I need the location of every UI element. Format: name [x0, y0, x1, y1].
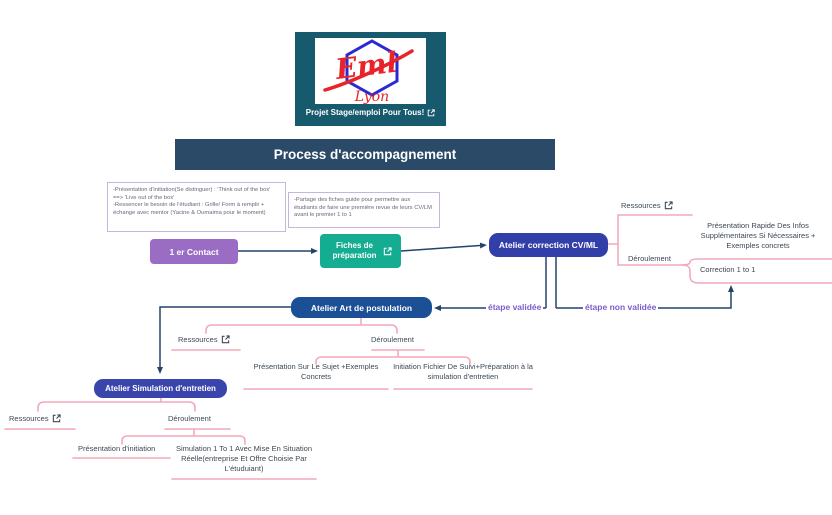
- cvml-presentation-underline: [681, 258, 832, 266]
- external-link-icon: [221, 335, 230, 344]
- step-atelier-simulation-entretien[interactable]: Atelier Simulation d'entretien: [94, 379, 227, 398]
- eml-lyon-logo: Eml Lyon: [315, 38, 426, 105]
- logo-city-text: Lyon: [354, 89, 389, 104]
- step-premier-contact-label: 1 er Contact: [169, 246, 219, 257]
- sim-ressources-link[interactable]: Ressources: [9, 414, 61, 424]
- note-fiches: -Partage des fiches guide pour permettre…: [288, 192, 440, 228]
- art-ressources-link[interactable]: Ressources: [178, 335, 230, 345]
- art-presentation-node: Présentation Sur Le Sujet +Exemples Conc…: [253, 362, 379, 381]
- sim-presentation-label: Présentation d'initiation: [78, 444, 156, 453]
- step-fiches-preparation[interactable]: Fiches de préparation: [320, 234, 401, 268]
- external-link-icon: [383, 246, 392, 255]
- logo-script-text: Eml: [333, 46, 399, 86]
- arrow-art-to-simulation: [157, 306, 291, 374]
- note-initiation-line1: -Présentation d'initiation(Se distinguer…: [113, 187, 271, 201]
- sim-branch-bar1: [37, 401, 196, 412]
- cvml-deroulement-label: Déroulement: [628, 254, 671, 263]
- cvml-correction-label: Correction 1 to 1: [700, 265, 756, 274]
- cvml-deroulement-node: Déroulement: [628, 254, 671, 264]
- step-simulation-label: Atelier Simulation d'entretien: [105, 384, 216, 393]
- logo-swoosh: [323, 49, 414, 92]
- external-link-icon: [427, 108, 435, 116]
- project-link[interactable]: Projet Stage/emploi Pour Tous!: [306, 108, 436, 117]
- step-fiches-label: Fiches de préparation: [332, 241, 377, 260]
- arrow-fiches-to-cvml: [400, 242, 487, 252]
- page-title: Process d'accompagnement: [273, 147, 457, 162]
- step-atelier-art-postulation[interactable]: Atelier Art de postulation: [291, 297, 432, 318]
- step-atelier-correction-cvml[interactable]: Atelier correction CV/ML: [489, 233, 608, 257]
- project-link-label: Projet Stage/emploi Pour Tous!: [305, 108, 425, 117]
- sim-deroulement-node: Déroulement: [168, 414, 211, 424]
- sim-deroulement-label: Déroulement: [168, 414, 211, 423]
- cvml-ressources-link[interactable]: Ressources: [621, 201, 673, 211]
- art-initiation-node: Initiation Fichier De Suivi+Préparation …: [393, 362, 533, 381]
- art-branch-bar1: [205, 324, 398, 334]
- school-logo-card: Eml Lyon Projet Stage/emploi Pour Tous!: [295, 32, 446, 126]
- note-initiation: -Présentation d'initiation(Se distinguer…: [107, 182, 286, 232]
- cvml-correction-node: Correction 1 to 1: [700, 265, 755, 275]
- edge-label-etape-validee: étape validée: [486, 302, 544, 312]
- step-art-label: Atelier Art de postulation: [310, 302, 413, 313]
- art-deroulement-node: Déroulement: [371, 335, 414, 345]
- sim-branch-bar2: [121, 435, 246, 445]
- external-link-icon: [664, 201, 673, 210]
- art-branch-bar2: [315, 356, 471, 365]
- note-initiation-line2: -Ressencer le besoin de l'étudiant : Gri…: [113, 202, 266, 216]
- external-link-icon: [52, 414, 61, 423]
- mindmap-connectors: [4, 214, 832, 480]
- logo-hexagon: [345, 39, 399, 97]
- sim-ressources-label: Ressources: [9, 414, 49, 423]
- step-cvml-label: Atelier correction CV/ML: [498, 240, 599, 250]
- note-fiches-text: -Partage des fiches guide pour permettre…: [294, 197, 432, 218]
- sim-presentation-node: Présentation d'initiation: [78, 444, 155, 454]
- cvml-correction-underline: [681, 264, 832, 284]
- edge-label-etape-non-validee: étape non validée: [583, 302, 659, 312]
- cvml-presentation-node: Présentation Rapide Des Infos Supplément…: [700, 221, 816, 250]
- cvml-ressources-label: Ressources: [621, 201, 661, 210]
- sim-simulation-node: Simulation 1 To 1 Avec Mise En Situation…: [175, 444, 313, 473]
- art-deroulement-label: Déroulement: [371, 335, 414, 344]
- step-premier-contact[interactable]: 1 er Contact: [150, 239, 238, 264]
- process-title-banner: Process d'accompagnement: [175, 139, 555, 170]
- art-ressources-label: Ressources: [178, 335, 218, 344]
